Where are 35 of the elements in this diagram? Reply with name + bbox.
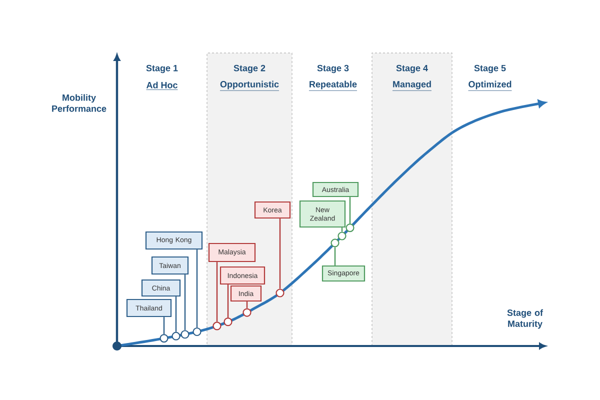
stage-name: Opportunistic xyxy=(220,80,280,91)
curve-marker xyxy=(224,318,232,326)
leader-line xyxy=(341,228,343,232)
leader-line xyxy=(279,218,281,289)
leader-line xyxy=(196,250,198,328)
leader-line xyxy=(349,197,351,224)
curve-marker xyxy=(212,322,222,330)
stage-name: Ad Hoc xyxy=(146,82,178,90)
stage-heading: Stage 3 xyxy=(317,64,349,74)
leader-line xyxy=(163,317,165,334)
curve-marker xyxy=(242,308,252,317)
curve-marker xyxy=(330,238,340,248)
leader-line xyxy=(216,262,218,322)
curve-marker xyxy=(276,288,284,298)
leader-line xyxy=(246,302,248,308)
curve-marker xyxy=(346,223,354,232)
curve-marker xyxy=(180,330,190,339)
leader-line xyxy=(175,296,177,332)
leader-line xyxy=(334,247,336,266)
stage-heading: Stage 1 xyxy=(146,64,178,74)
leader-line xyxy=(184,274,186,330)
curve-marker xyxy=(338,232,346,240)
stage-band xyxy=(372,52,452,346)
curve-marker xyxy=(192,327,202,336)
axis-title: Stage of Maturity xyxy=(507,309,544,329)
axis-title: Mobility Performance xyxy=(52,94,106,112)
stage-heading: Stage 2 xyxy=(234,64,266,74)
stage-name: Optimized xyxy=(468,80,512,91)
leader-line xyxy=(227,284,229,318)
stage-name: Managed xyxy=(392,80,432,91)
stage-name: Repeatable xyxy=(308,80,358,91)
curve-marker xyxy=(172,332,180,340)
curve-marker xyxy=(160,334,168,343)
stage-heading: Stage 5 xyxy=(474,64,506,74)
stage-heading: Stage 4 xyxy=(396,64,428,74)
